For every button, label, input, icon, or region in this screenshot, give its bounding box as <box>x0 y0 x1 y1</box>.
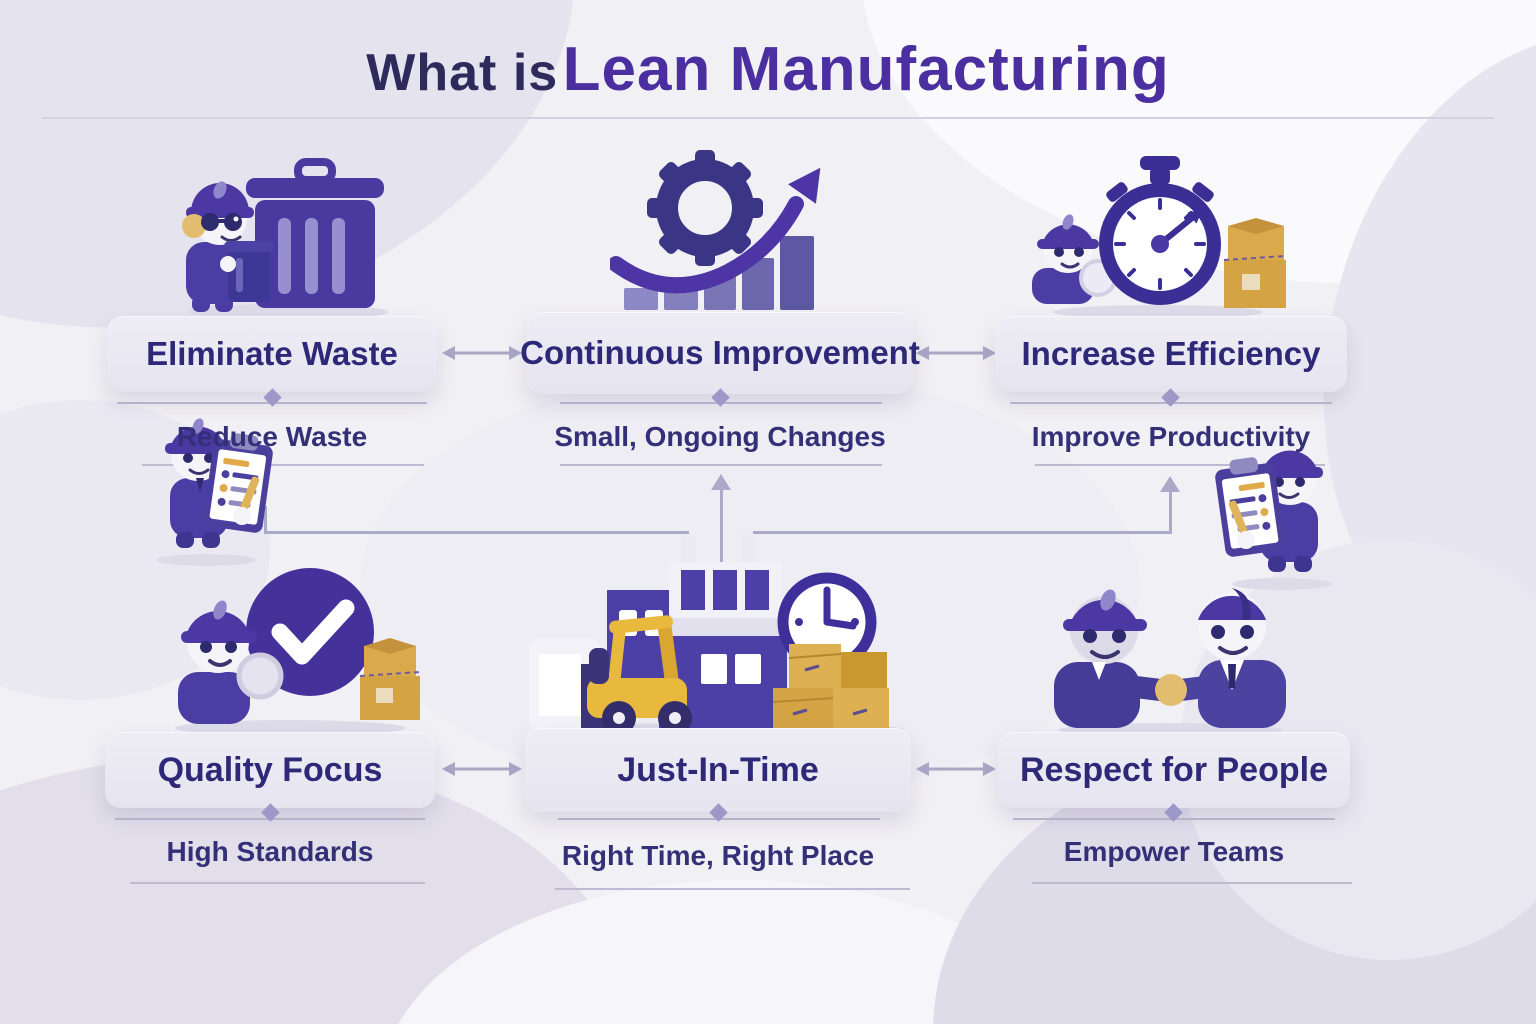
section-box-increase-efficiency: Increase Efficiency <box>995 316 1347 392</box>
clipboard-checklist-worker-icon <box>156 418 273 566</box>
double-headed-arrow <box>916 346 996 360</box>
gear-growth-arrow-icon <box>610 150 821 310</box>
section-label: Eliminate Waste <box>146 335 398 372</box>
section-box-quality-focus: Quality Focus <box>105 732 435 808</box>
section-box-continuous-improvement: Continuous Improvement <box>520 312 920 394</box>
subtitle-rule <box>560 464 882 466</box>
section-label: Continuous Improvement <box>520 334 920 371</box>
section-subtitle: Right Time, Right Place <box>561 840 875 871</box>
stopwatch-package-icon <box>1032 156 1287 319</box>
section-subtitle: High Standards <box>166 836 374 867</box>
handshake-workers-icon <box>1054 588 1286 737</box>
title-prefix: What is <box>366 44 559 102</box>
section-box-eliminate-waste: Eliminate Waste <box>107 316 437 392</box>
section-label: Respect for People <box>1020 750 1328 789</box>
section-subtitle: Small, Ongoing Changes <box>554 421 886 452</box>
trash-can-worker-icon <box>182 158 388 320</box>
double-headed-arrow <box>916 762 996 776</box>
section-subtitle: Empower Teams <box>1063 836 1285 867</box>
factory-forklift-clock-icon <box>529 534 903 735</box>
connector-line <box>720 489 723 565</box>
subtitle-rule <box>1032 882 1352 884</box>
subtitle-rule <box>130 882 425 884</box>
connector-line <box>264 531 689 534</box>
section-label: Increase Efficiency <box>1021 335 1321 372</box>
section-label: Just-In-Time <box>617 750 819 789</box>
double-headed-arrow <box>442 762 522 776</box>
section-box-just-in-time: Just-In-Time <box>525 728 911 812</box>
section-label: Quality Focus <box>157 750 383 789</box>
section-box-respect-for-people: Respect for People <box>998 732 1350 808</box>
subtitle-rule <box>1035 464 1325 466</box>
checkmark-inspector-icon <box>175 568 421 736</box>
up-arrow <box>711 474 731 490</box>
up-arrow <box>1160 476 1180 492</box>
section-subtitle: Reduce Waste <box>176 421 368 452</box>
page-title: What is Lean Manufacturing <box>0 34 1536 105</box>
connector-line <box>264 506 267 534</box>
subtitle-rule <box>142 464 424 466</box>
connector-line <box>1169 491 1172 533</box>
header-divider <box>42 117 1494 119</box>
subtitle-rule <box>555 888 910 890</box>
clipboard-checklist-worker-icon <box>1215 450 1332 590</box>
connector-line <box>753 531 1172 534</box>
double-headed-arrow <box>442 346 522 360</box>
section-subtitle: Improve Productivity <box>1031 421 1311 452</box>
title-highlight: Lean Manufacturing <box>562 35 1170 104</box>
